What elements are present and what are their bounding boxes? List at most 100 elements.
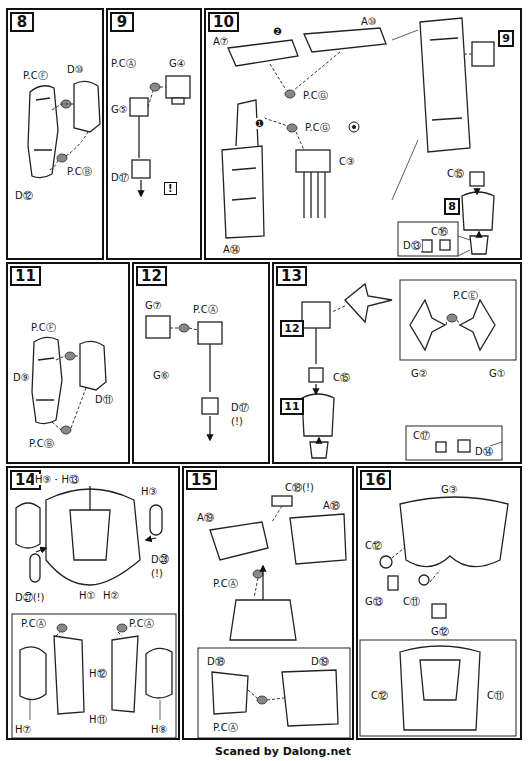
assembly-guide xyxy=(392,548,440,582)
subassembly-ref: 11 xyxy=(280,398,304,415)
step-panel: 11 xyxy=(6,262,130,464)
part-label: P.CⒶ xyxy=(212,722,239,733)
ref-number: 12 xyxy=(284,322,300,335)
part-label: (!) xyxy=(150,568,164,579)
part-label: H⑫ xyxy=(88,668,108,679)
poly-cap xyxy=(257,696,267,704)
step-number: 8 xyxy=(10,12,34,32)
part-outline xyxy=(210,522,268,560)
step-number: 13 xyxy=(276,266,307,286)
poly-cap xyxy=(287,124,297,132)
part-label: A⑭ xyxy=(222,244,241,255)
subassembly-ref: 8 xyxy=(444,198,460,215)
poly-cap xyxy=(447,314,457,322)
part-label: C③ xyxy=(338,156,356,167)
part-outline xyxy=(296,150,330,172)
part-outline xyxy=(70,486,110,560)
part-label: A⑩ xyxy=(360,16,378,27)
part-outline xyxy=(74,81,100,132)
part-label: H② xyxy=(102,590,120,601)
part-label: P.CⒺ xyxy=(452,290,479,301)
part-outline xyxy=(410,300,445,350)
poly-cap xyxy=(57,154,67,162)
insert-arrow xyxy=(209,416,210,440)
cap-icon xyxy=(349,122,359,132)
part-outline xyxy=(400,646,480,730)
part-outline xyxy=(388,576,398,590)
part-outline xyxy=(422,240,432,252)
part-label: H⑧ xyxy=(150,724,168,735)
insert-arrow xyxy=(478,232,479,236)
assembly-guide xyxy=(50,132,88,170)
part-outline xyxy=(458,440,470,452)
step-panel: 9 xyxy=(106,8,202,260)
part-label: C⑯ xyxy=(430,226,449,237)
part-label: A⑱ xyxy=(322,500,341,511)
part-label: C⑮ xyxy=(332,372,351,383)
part-label: ❶ xyxy=(254,118,265,129)
part-outline xyxy=(440,240,450,250)
part-label: P.CⒻ xyxy=(22,70,49,81)
part-outline xyxy=(345,284,392,322)
part-label: C⑫ xyxy=(364,540,383,551)
insert-arrow xyxy=(315,384,316,394)
part-label: P.CⒼ xyxy=(302,90,329,101)
cap-icon xyxy=(349,122,359,132)
part-label: D⑱ xyxy=(206,656,226,667)
ref-number: 9 xyxy=(502,32,510,45)
insert-arrow xyxy=(140,180,141,196)
part-outline xyxy=(132,160,150,178)
part-label: G⑬ xyxy=(364,596,384,607)
part-outline xyxy=(146,316,170,338)
part-label: A⑦ xyxy=(212,36,230,47)
assembly-guide xyxy=(170,328,198,330)
part-outline xyxy=(460,300,495,350)
part-outline xyxy=(36,358,54,400)
part-label: P.CⒷ xyxy=(28,438,55,449)
part-outline xyxy=(232,168,256,200)
ref-number: 11 xyxy=(284,400,300,413)
part-outline xyxy=(400,497,508,567)
part-label: C⑪ xyxy=(402,596,421,607)
poly-cap xyxy=(61,426,71,434)
assembly-guide xyxy=(56,632,122,636)
insert-arrow xyxy=(36,548,46,552)
assembly-guide xyxy=(148,87,166,107)
part-label: C⑮ xyxy=(446,168,465,179)
part-outline xyxy=(80,341,106,390)
insert-arrow xyxy=(262,566,263,600)
step-number: 11 xyxy=(10,266,41,286)
step-number: 16 xyxy=(360,470,391,490)
part-outline xyxy=(16,503,40,548)
assembly-guide xyxy=(446,320,460,325)
part-label: D⑲ xyxy=(310,656,330,667)
part-label: A⑲ xyxy=(196,512,215,523)
assembly-guide xyxy=(254,506,282,598)
part-outline xyxy=(470,236,488,254)
part-outline xyxy=(198,322,222,344)
leader-line xyxy=(30,30,502,720)
part-label: D⑨ xyxy=(12,372,31,383)
cap-icon xyxy=(352,125,356,129)
assembly-guide xyxy=(52,104,74,110)
part-label: D⑰ xyxy=(230,402,250,413)
part-outline xyxy=(432,604,446,618)
part-outline xyxy=(146,648,172,698)
part-outline xyxy=(400,280,516,360)
assembly-guide xyxy=(56,356,80,360)
step-number: 12 xyxy=(136,266,167,286)
step-panel: 14 xyxy=(6,466,180,740)
assembly-guide xyxy=(52,388,86,430)
part-label: D⑩ xyxy=(66,64,85,75)
part-outline xyxy=(228,40,298,66)
part-label: C⑰ xyxy=(412,430,431,441)
part-label: D⑰ xyxy=(110,172,130,183)
step-panel: 12 xyxy=(132,262,270,464)
part-outline xyxy=(222,146,264,238)
part-label: P.CⒷ xyxy=(66,166,93,177)
part-label: C⑱(!) xyxy=(284,482,315,493)
ref-number: 8 xyxy=(448,200,456,213)
step-number: 9 xyxy=(110,12,134,32)
part-outline xyxy=(130,98,148,116)
